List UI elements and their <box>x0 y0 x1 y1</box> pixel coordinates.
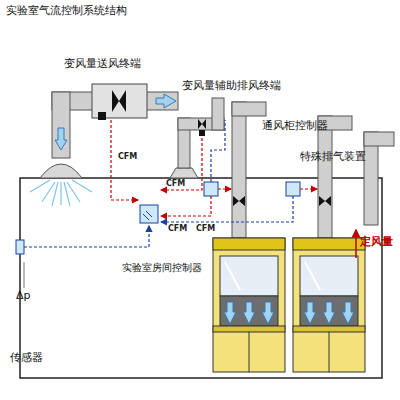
drawing-part <box>233 103 377 145</box>
drawing-part <box>213 238 285 372</box>
drawing-part <box>179 119 189 129</box>
drawing-part <box>293 238 365 372</box>
sensor-symbol: Δp <box>16 290 31 303</box>
part-label: 传感器 <box>10 352 43 365</box>
drawing-part <box>60 182 61 205</box>
drawing-part <box>211 120 225 182</box>
drawing-part <box>305 262 320 290</box>
drawing-part <box>233 103 245 115</box>
drawing-part <box>232 102 246 238</box>
signal-label: CFM <box>196 224 215 233</box>
supply-duct <box>30 84 178 206</box>
drawing-part <box>143 211 152 220</box>
hood-exhaust-ducts <box>232 102 394 238</box>
drawing-part <box>342 302 354 324</box>
drawing-part <box>300 256 358 296</box>
drawing-part <box>212 98 224 130</box>
drawing-part <box>67 182 80 202</box>
drawing-part <box>319 196 331 206</box>
drawing-part <box>300 296 358 326</box>
drawing-part <box>199 130 205 136</box>
drawing-part <box>224 302 236 324</box>
leader-line <box>24 262 25 288</box>
drawing-part <box>286 182 300 196</box>
controllers <box>16 182 300 254</box>
drawing-part <box>323 302 335 324</box>
drawing-part <box>300 188 317 189</box>
constant-flow-arrow <box>355 230 357 258</box>
signal-lines <box>24 120 317 247</box>
drawing-part <box>52 182 58 206</box>
drawing-part <box>161 196 293 222</box>
drawing-part <box>225 262 240 290</box>
drawing-part <box>365 133 377 145</box>
drawing-part <box>204 182 218 196</box>
drawing-part <box>72 180 92 192</box>
drawing-part <box>143 211 152 220</box>
drawing-part <box>218 188 231 189</box>
part-label: 实验室房间控制器 <box>122 262 202 274</box>
drawing-part <box>98 112 106 120</box>
drawing-part <box>304 302 316 324</box>
part-label: 变风量辅助排风终端 <box>182 80 281 93</box>
drawing-part <box>24 226 149 247</box>
drawing-part <box>232 102 266 116</box>
dampers <box>233 196 331 206</box>
drawing-part <box>262 302 274 324</box>
drawing-part <box>30 180 50 192</box>
drawing-part <box>111 120 138 200</box>
drawing-part <box>220 296 278 326</box>
drawing-part <box>170 168 198 178</box>
drawing-part <box>55 128 67 150</box>
part-label: 变风量送风终端 <box>64 58 141 71</box>
part-label: 通风柜控制器 <box>262 120 328 133</box>
drawing-part <box>220 256 278 296</box>
drawing-part <box>213 326 285 332</box>
drawing-part <box>40 164 82 178</box>
aux-exhaust-duct <box>170 98 224 178</box>
part-label: 特殊排气装置 <box>300 151 366 164</box>
drawing-part <box>16 240 24 254</box>
drawing-part <box>329 332 330 372</box>
drawing-part <box>52 92 70 158</box>
drawing-part <box>140 205 158 223</box>
fume-hood <box>293 238 365 372</box>
signal-label: CFM <box>166 179 185 188</box>
drawing-part <box>30 180 92 206</box>
drawing-part <box>64 182 70 206</box>
drawing-part <box>243 302 255 324</box>
drawing-part <box>42 182 55 202</box>
signal-label: CFM <box>168 224 187 233</box>
drawing-part <box>161 138 202 190</box>
drawing-part <box>112 90 126 112</box>
drawing-part <box>53 93 69 109</box>
drawing-part <box>233 196 245 206</box>
drawing-part <box>161 196 211 216</box>
drawing-part <box>178 118 224 130</box>
drawing-part <box>156 94 176 108</box>
drawing-part <box>293 238 365 250</box>
drawing-part <box>364 132 394 146</box>
drawing-part <box>249 332 250 372</box>
drawing-part <box>213 119 223 129</box>
drawing-part <box>213 238 285 250</box>
flow-label: 定风量 <box>360 236 393 249</box>
fume-hood <box>213 238 285 372</box>
drawing-part <box>318 116 332 238</box>
drawing-part <box>198 119 206 129</box>
drawing-part <box>293 326 365 332</box>
drawing-part <box>178 118 190 168</box>
title: 实验室气流控制系统结构 <box>6 5 127 18</box>
signal-label: CFM <box>118 152 137 161</box>
